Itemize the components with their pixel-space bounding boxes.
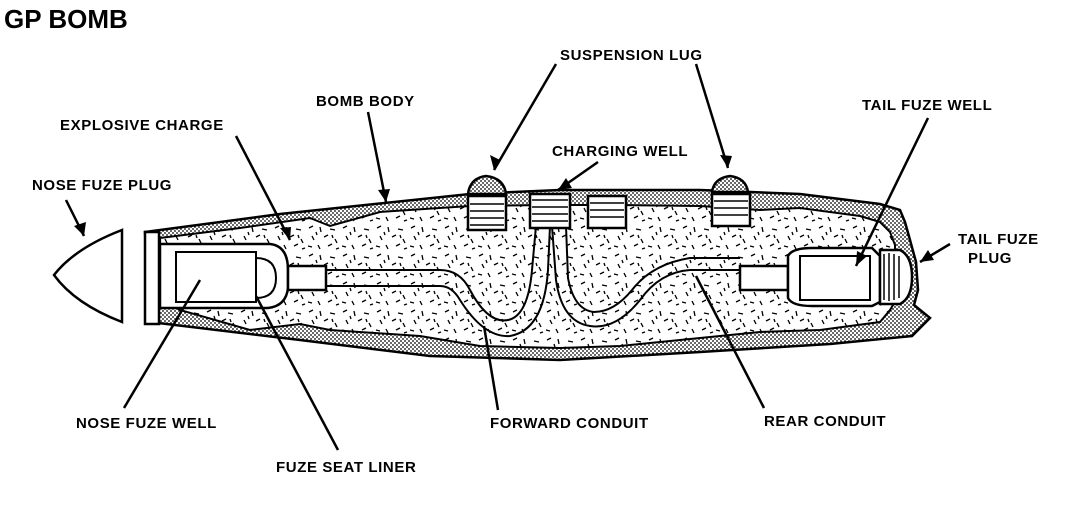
label-tail-fuze-plug-line1: TAIL FUZE (958, 231, 1039, 248)
rear-conduit-inner (565, 225, 740, 314)
lug-well-forward (466, 194, 508, 232)
arrowhead-nose-fuze-plug (74, 222, 86, 236)
leader-lines (64, 63, 951, 451)
leader-fuze-seat-liner (254, 295, 340, 451)
diagram-title: GP BOMB (4, 4, 128, 34)
suspension-lug-forward (466, 174, 508, 196)
nose-end-cap (143, 230, 161, 326)
lug-well-rear (710, 192, 752, 228)
label-charging-well: CHARGING WELL (552, 143, 688, 160)
charging-well (528, 192, 572, 230)
fuze-seat-liner (255, 256, 278, 300)
label-tail-fuze-well: TAIL FUZE WELL (862, 97, 992, 114)
arrowhead-explosive-charge (280, 227, 291, 240)
label-bomb-body: BOMB BODY (316, 93, 415, 110)
label-nose-fuze-plug: NOSE FUZE PLUG (32, 177, 172, 194)
tail-fuze-plug (878, 248, 914, 306)
nose-well-neck (286, 264, 328, 292)
leader-bomb-body (366, 111, 388, 203)
nose-fuze-plug (52, 228, 124, 324)
label-rear-conduit: REAR CONDUIT (764, 413, 886, 430)
forward-conduit (326, 225, 537, 322)
tail-fuze-plug-threads (883, 253, 900, 301)
label-suspension-lug: SUSPENSION LUG (560, 47, 703, 64)
label-explosive-charge: EXPLOSIVE CHARGE (60, 117, 224, 134)
suspension-lug-rear (710, 174, 750, 194)
leader-forward-conduit (482, 325, 500, 411)
label-nose-fuze-well: NOSE FUZE WELL (76, 415, 217, 432)
leader-arrowheads (74, 155, 934, 266)
label-tail-fuze-plug-line2: PLUG (968, 250, 1012, 267)
arrowhead-tail-fuze-plug (920, 250, 934, 262)
leader-nose-fuze-well (122, 279, 202, 409)
rear-conduit-fitting (738, 264, 790, 292)
arrowhead-suspension-lug-right (720, 155, 732, 168)
label-forward-conduit: FORWARD CONDUIT (490, 415, 649, 432)
leader-tail-fuze-well (854, 117, 930, 267)
arrowhead-charging-well (558, 178, 572, 190)
forward-conduit-inner (326, 225, 551, 338)
nose-fuze-well-inner (175, 251, 257, 303)
leader-rear-conduit (694, 275, 766, 409)
auxiliary-well (586, 194, 628, 230)
arrowhead-suspension-lug-left (490, 155, 500, 170)
rear-conduit (551, 225, 740, 328)
arrowhead-bomb-body (378, 189, 390, 202)
arrowhead-tail-fuze-well (856, 251, 867, 266)
label-fuze-seat-liner: FUZE SEAT LINER (276, 459, 416, 476)
leader-suspension-lug-left (492, 63, 558, 171)
leader-explosive-charge (234, 135, 292, 241)
leader-suspension-lug-right (694, 63, 730, 169)
